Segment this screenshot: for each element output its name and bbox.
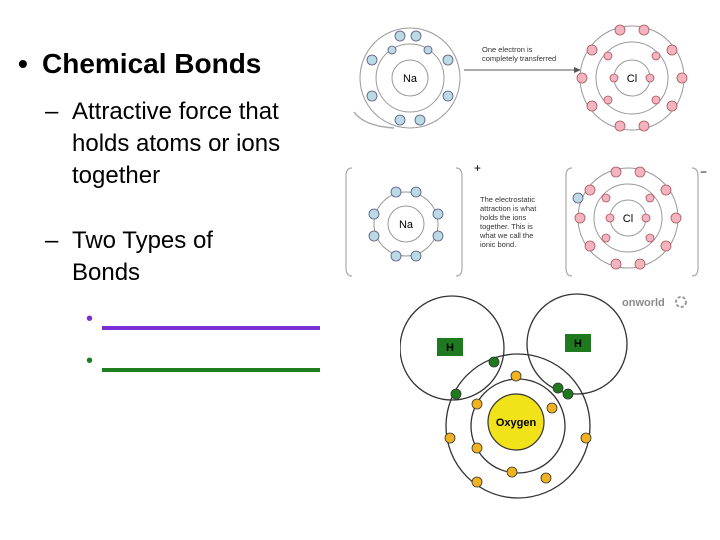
two-types-line: Two Types of <box>72 227 213 254</box>
bullet-dot: • <box>18 48 28 79</box>
ion-symbol-cl: Cl <box>623 213 633 225</box>
bracket-left <box>345 167 353 277</box>
two-types-line: Bonds <box>72 259 141 286</box>
oxygen-nucleus <box>487 393 545 451</box>
blank-item-1: • <box>86 308 326 334</box>
sodium-ion: Na <box>368 186 444 262</box>
chloride-ion: Cl <box>572 166 682 270</box>
blank-line-green <box>102 368 320 372</box>
dash-marker: – <box>45 98 59 125</box>
definition-line: Attractive force that <box>72 98 279 125</box>
attraction-caption: The electrostatic attraction is what hol… <box>479 195 538 249</box>
sub-bullet-definition: – Attractive force that holds atoms or i… <box>45 96 281 192</box>
atom-symbol-h: H <box>446 342 454 354</box>
bracket-right <box>455 167 463 277</box>
valence-electrons <box>444 370 592 488</box>
bullet-chemical-bonds: • Chemical Bonds <box>18 48 261 80</box>
blank-item-2: • <box>86 350 326 376</box>
bracket-right <box>691 167 699 277</box>
chlorine-atom: Cl <box>576 24 688 132</box>
hydrogen-nucleus-left <box>437 338 463 356</box>
definition-line: together <box>72 162 161 189</box>
transferred-electron <box>572 192 584 204</box>
brand-logo-icon <box>675 296 687 308</box>
atom-label-oxygen: Oxygen <box>496 417 537 429</box>
blank-line-purple <box>102 326 320 330</box>
atom-symbol-cl: Cl <box>627 73 637 85</box>
arrow-head-icon <box>574 67 581 73</box>
hydrogen-nucleus-right <box>565 334 591 352</box>
ion-symbol-na: Na <box>399 219 414 231</box>
ionic-attraction-diagram: + Na The electrostatic attraction is wha… <box>345 161 707 277</box>
bracket-mark <box>353 111 395 129</box>
shared-electrons <box>450 356 574 400</box>
dash-marker: – <box>45 227 59 254</box>
bullet-dot: • <box>86 308 94 330</box>
definition-line: holds atoms or ions <box>72 130 281 157</box>
transfer-caption: One electron is completely transferred <box>482 45 556 63</box>
water-molecule-diagram: onworld H H Oxygen <box>400 293 687 499</box>
bracket-left <box>565 167 573 277</box>
brand-logo-text: onworld <box>622 297 665 309</box>
atom-symbol-na: Na <box>403 73 418 85</box>
plus-sign: + <box>474 161 481 175</box>
sub-bullet-two-types: – Two Types of Bonds <box>45 225 213 289</box>
minus-sign: − <box>700 165 707 179</box>
sodium-atom: Na <box>359 27 461 129</box>
bullet-dot: • <box>86 350 94 372</box>
orbit-shells <box>400 293 628 499</box>
heading-text: Chemical Bonds <box>42 48 262 79</box>
atom-symbol-h: H <box>574 338 582 350</box>
electron-transfer-diagram: Na One electron is completely transferre… <box>353 24 688 132</box>
